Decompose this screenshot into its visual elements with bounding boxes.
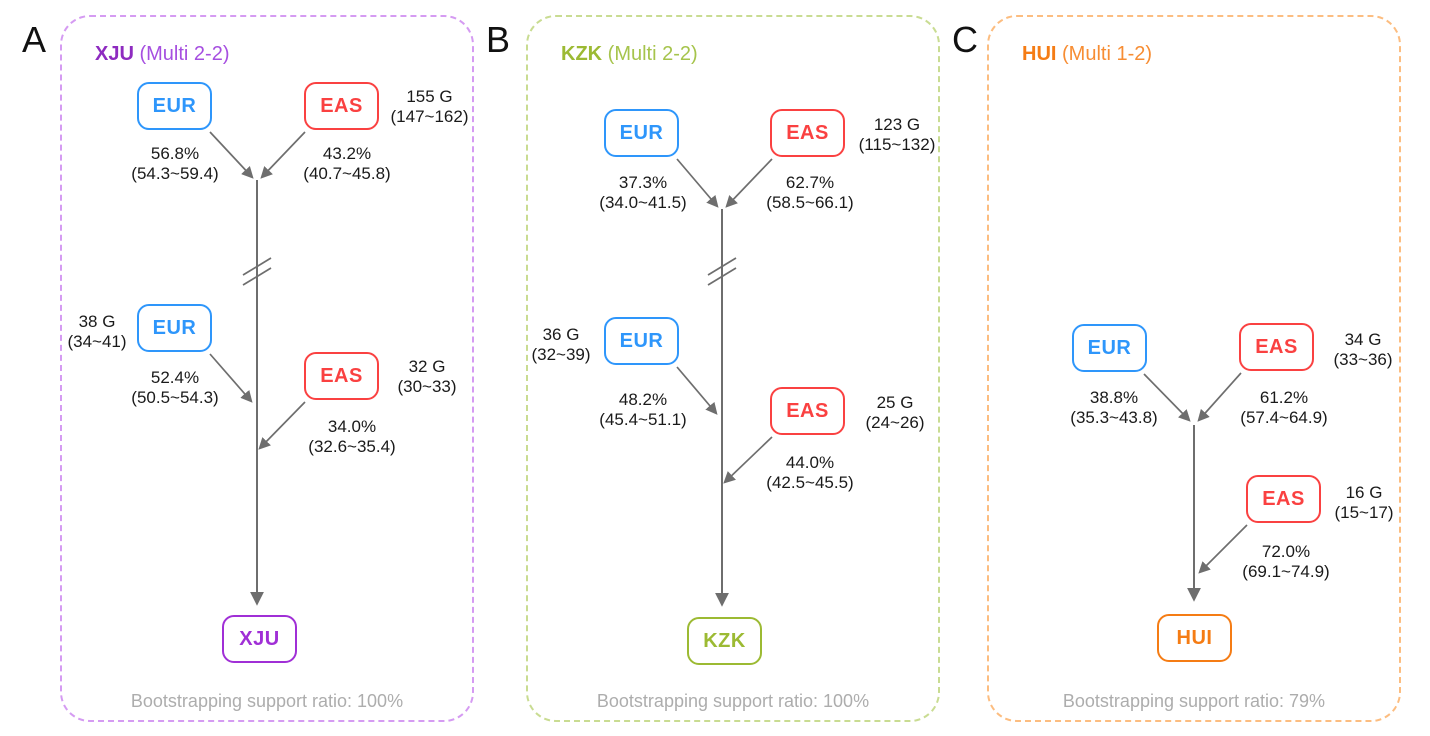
panel-xju: XJU (Multi 2-2) EUR EAS 155 G (147~162) … <box>60 15 474 722</box>
time-value: 34 G <box>1344 330 1382 349</box>
source-node-eur-wave1: EUR <box>1072 324 1147 372</box>
wave1-time-label: 34 G (33~36) <box>1323 330 1403 370</box>
proportion-value: 34.0% <box>327 417 377 436</box>
wave2-right-time-label: 32 G (30~33) <box>387 357 467 397</box>
proportion-ci: (45.4~51.1) <box>599 410 687 429</box>
panel-title: HUI (Multi 1-2) <box>1022 43 1152 66</box>
source-node-eur-wave1: EUR <box>137 82 212 130</box>
wave2-left-time-label: 38 G (34~41) <box>60 312 134 352</box>
time-value: 36 G <box>542 325 580 344</box>
panel-title: KZK (Multi 2-2) <box>561 43 698 66</box>
source-node-eas-wave2: EAS <box>1246 475 1321 523</box>
proportion-value: 37.3% <box>618 173 668 192</box>
time-ci: (32~39) <box>531 345 591 364</box>
proportion-ci: (58.5~66.1) <box>766 193 854 212</box>
timeline-break-icon <box>242 267 272 286</box>
wave1-left-proportion: 56.8% (54.3~59.4) <box>115 144 235 184</box>
time-value: 38 G <box>78 312 116 331</box>
source-node-eas-wave1: EAS <box>304 82 379 130</box>
proportion-value: 44.0% <box>785 453 835 472</box>
time-value: 25 G <box>876 393 914 412</box>
source-node-eas-wave1: EAS <box>1239 323 1314 371</box>
wave2-right-proportion: 44.0% (42.5~45.5) <box>750 453 870 493</box>
source-node-eur-wave2: EUR <box>137 304 212 352</box>
source-node-eur-wave2: EUR <box>604 317 679 365</box>
wave2-left-proportion: 48.2% (45.4~51.1) <box>583 390 703 430</box>
wave2-right-time-label: 16 G (15~17) <box>1324 483 1404 523</box>
proportion-ci: (69.1~74.9) <box>1242 562 1330 581</box>
bootstrap-support-text: Bootstrapping support ratio: 79% <box>1062 691 1326 711</box>
wave1-time-label: 123 G (115~132) <box>837 115 957 155</box>
timeline-break-icon <box>242 257 272 276</box>
wave1-time-label: 155 G (147~162) <box>372 87 487 127</box>
time-ci: (147~162) <box>390 107 469 126</box>
panel-title-model: (Multi 1-2) <box>1062 43 1153 65</box>
wave2-right-time-label: 25 G (24~26) <box>855 393 935 433</box>
wave2-left-proportion: 52.4% (50.5~54.3) <box>115 368 235 408</box>
proportion-value: 62.7% <box>785 173 835 192</box>
panel-kzk: KZK (Multi 2-2) EUR EAS 123 G (115~132) … <box>526 15 940 722</box>
wave1-left-proportion: 38.8% (35.3~43.8) <box>1054 388 1174 428</box>
panel-title-model: (Multi 2-2) <box>607 43 698 65</box>
time-ci: (34~41) <box>67 332 127 351</box>
panel-title-code: HUI <box>1022 43 1057 65</box>
proportion-ci: (40.7~45.8) <box>303 164 391 183</box>
panel-title-code: KZK <box>561 43 603 65</box>
proportion-value: 61.2% <box>1259 388 1309 407</box>
bootstrap-support-text: Bootstrapping support ratio: 100% <box>130 691 404 711</box>
panel-letter-b: B <box>486 19 511 60</box>
source-node-eas-wave2: EAS <box>304 352 379 400</box>
time-value: 123 G <box>873 115 921 134</box>
panel-hui: HUI (Multi 1-2) EUR EAS 34 G (33~36) 38.… <box>987 15 1401 722</box>
proportion-ci: (57.4~64.9) <box>1240 408 1328 427</box>
timeline-break-icon <box>707 267 737 286</box>
wave2-right-proportion: 72.0% (69.1~74.9) <box>1226 542 1346 582</box>
proportion-value: 56.8% <box>150 144 200 163</box>
bootstrap-support-text: Bootstrapping support ratio: 100% <box>596 691 870 711</box>
proportion-ci: (54.3~59.4) <box>131 164 219 183</box>
wave1-right-proportion: 43.2% (40.7~45.8) <box>287 144 407 184</box>
proportion-value: 52.4% <box>150 368 200 387</box>
time-value: 16 G <box>1345 483 1383 502</box>
time-ci: (15~17) <box>1334 503 1394 522</box>
proportion-value: 43.2% <box>322 144 372 163</box>
target-node: HUI <box>1157 614 1232 662</box>
proportion-ci: (35.3~43.8) <box>1070 408 1158 427</box>
panel-title-code: XJU <box>95 43 134 65</box>
target-node: XJU <box>222 615 297 663</box>
wave2-left-time-label: 36 G (32~39) <box>528 325 594 365</box>
target-node: KZK <box>687 617 762 665</box>
proportion-ci: (34.0~41.5) <box>599 193 687 212</box>
wave1-right-proportion: 62.7% (58.5~66.1) <box>750 173 870 213</box>
source-node-eur-wave1: EUR <box>604 109 679 157</box>
time-value: 32 G <box>408 357 446 376</box>
proportion-ci: (32.6~35.4) <box>308 437 396 456</box>
proportion-value: 72.0% <box>1261 542 1311 561</box>
time-ci: (24~26) <box>865 413 925 432</box>
proportion-ci: (42.5~45.5) <box>766 473 854 492</box>
time-ci: (30~33) <box>397 377 457 396</box>
panel-letter-a: A <box>22 19 47 60</box>
wave2-right-proportion: 34.0% (32.6~35.4) <box>292 417 412 457</box>
panel-title: XJU (Multi 2-2) <box>95 43 229 66</box>
proportion-ci: (50.5~54.3) <box>131 388 219 407</box>
time-value: 155 G <box>406 87 453 106</box>
timeline-break-icon <box>707 257 737 276</box>
source-node-eas-wave2: EAS <box>770 387 845 435</box>
panel-title-model: (Multi 2-2) <box>139 43 230 65</box>
proportion-value: 38.8% <box>1089 388 1139 407</box>
wave1-left-proportion: 37.3% (34.0~41.5) <box>583 173 703 213</box>
time-ci: (33~36) <box>1333 350 1393 369</box>
panel-letter-c: C <box>952 19 978 60</box>
proportion-value: 48.2% <box>618 390 668 409</box>
source-node-eas-wave1: EAS <box>770 109 845 157</box>
wave1-right-proportion: 61.2% (57.4~64.9) <box>1224 388 1344 428</box>
time-ci: (115~132) <box>858 135 936 154</box>
